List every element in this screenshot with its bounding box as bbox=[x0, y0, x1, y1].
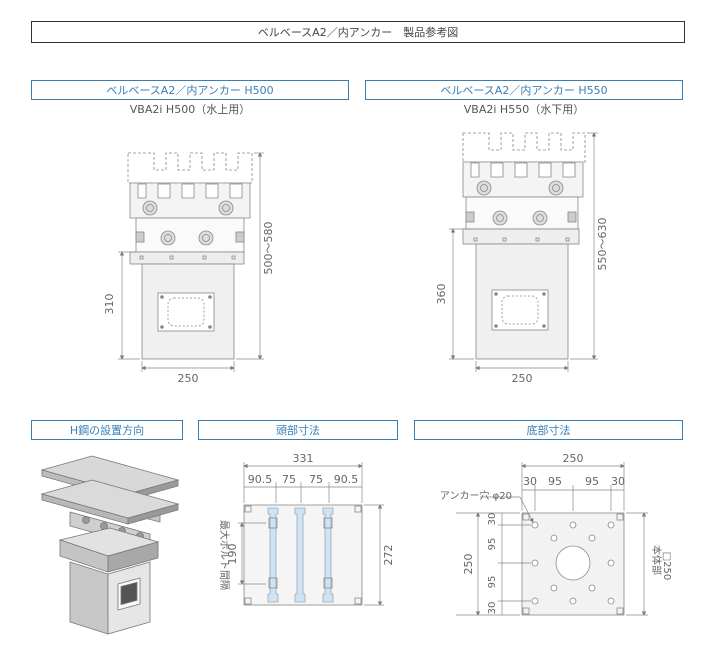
model-h550: VBA2i H550（水下用） bbox=[463, 103, 585, 116]
dim-head-total: 331 bbox=[293, 452, 314, 465]
model-h500: VBA2i H500（水上用） bbox=[129, 103, 251, 116]
dim-h550-width: 250 bbox=[512, 372, 533, 385]
dim-bottom-seg-3: 95 bbox=[585, 475, 599, 488]
dim-head-seg-3: 75 bbox=[309, 473, 323, 486]
dim-h550-total: 550～630 bbox=[596, 218, 609, 271]
dim-bottom-vseg-2: 95 bbox=[487, 538, 498, 551]
drawing-h500 bbox=[127, 152, 253, 360]
caption-hsteel: H鋼の設置方向 bbox=[31, 420, 183, 440]
dim-head-height: 272 bbox=[382, 545, 395, 566]
caption-h550: ベルベースA2／内アンカー H550 bbox=[365, 80, 683, 100]
dim-bottom-height: 250 bbox=[462, 554, 475, 575]
page-title: ベルベースA2／内アンカー 製品参考図 bbox=[31, 21, 685, 43]
body-label: 本体部 bbox=[650, 545, 663, 575]
dim-h550-lower: 360 bbox=[435, 284, 448, 305]
dims-head bbox=[238, 462, 384, 606]
dim-bottom-vseg-1: 30 bbox=[487, 513, 498, 526]
dim-bottom-seg-2: 95 bbox=[548, 475, 562, 488]
dim-head-bolt: 190 bbox=[226, 544, 239, 565]
dim-head-seg-1: 90.5 bbox=[248, 473, 273, 486]
dims-h550 bbox=[449, 132, 598, 372]
anchor-label: アンカー穴 φ20 bbox=[440, 489, 512, 502]
dim-h500-width: 250 bbox=[178, 372, 199, 385]
dim-bottom-seg-4: 30 bbox=[611, 475, 625, 488]
dims-bottom bbox=[456, 462, 648, 616]
dim-bottom-seg-1: 30 bbox=[523, 475, 537, 488]
dim-head-seg-4: 90.5 bbox=[334, 473, 359, 486]
caption-bottom: 底部寸法 bbox=[414, 420, 683, 440]
dim-h500-total: 500～580 bbox=[262, 222, 275, 275]
dim-h500-lower: 310 bbox=[103, 294, 116, 315]
drawing-bottom bbox=[521, 512, 625, 616]
drawing-h550 bbox=[462, 132, 586, 360]
hsteel-illustration bbox=[40, 455, 180, 635]
dim-head-seg-2: 75 bbox=[282, 473, 296, 486]
caption-h500: ベルベースA2／内アンカー H500 bbox=[31, 80, 349, 100]
dim-bottom-vseg-4: 30 bbox=[487, 602, 498, 615]
bolt-label: 最大ボルト間隔 bbox=[218, 520, 231, 590]
caption-head: 頭部寸法 bbox=[198, 420, 398, 440]
dim-bottom-vseg-3: 95 bbox=[487, 576, 498, 589]
body-dim: □250 bbox=[661, 552, 672, 581]
drawing-head bbox=[243, 504, 363, 606]
dims-h500 bbox=[118, 152, 264, 372]
dim-bottom-total: 250 bbox=[563, 452, 584, 465]
